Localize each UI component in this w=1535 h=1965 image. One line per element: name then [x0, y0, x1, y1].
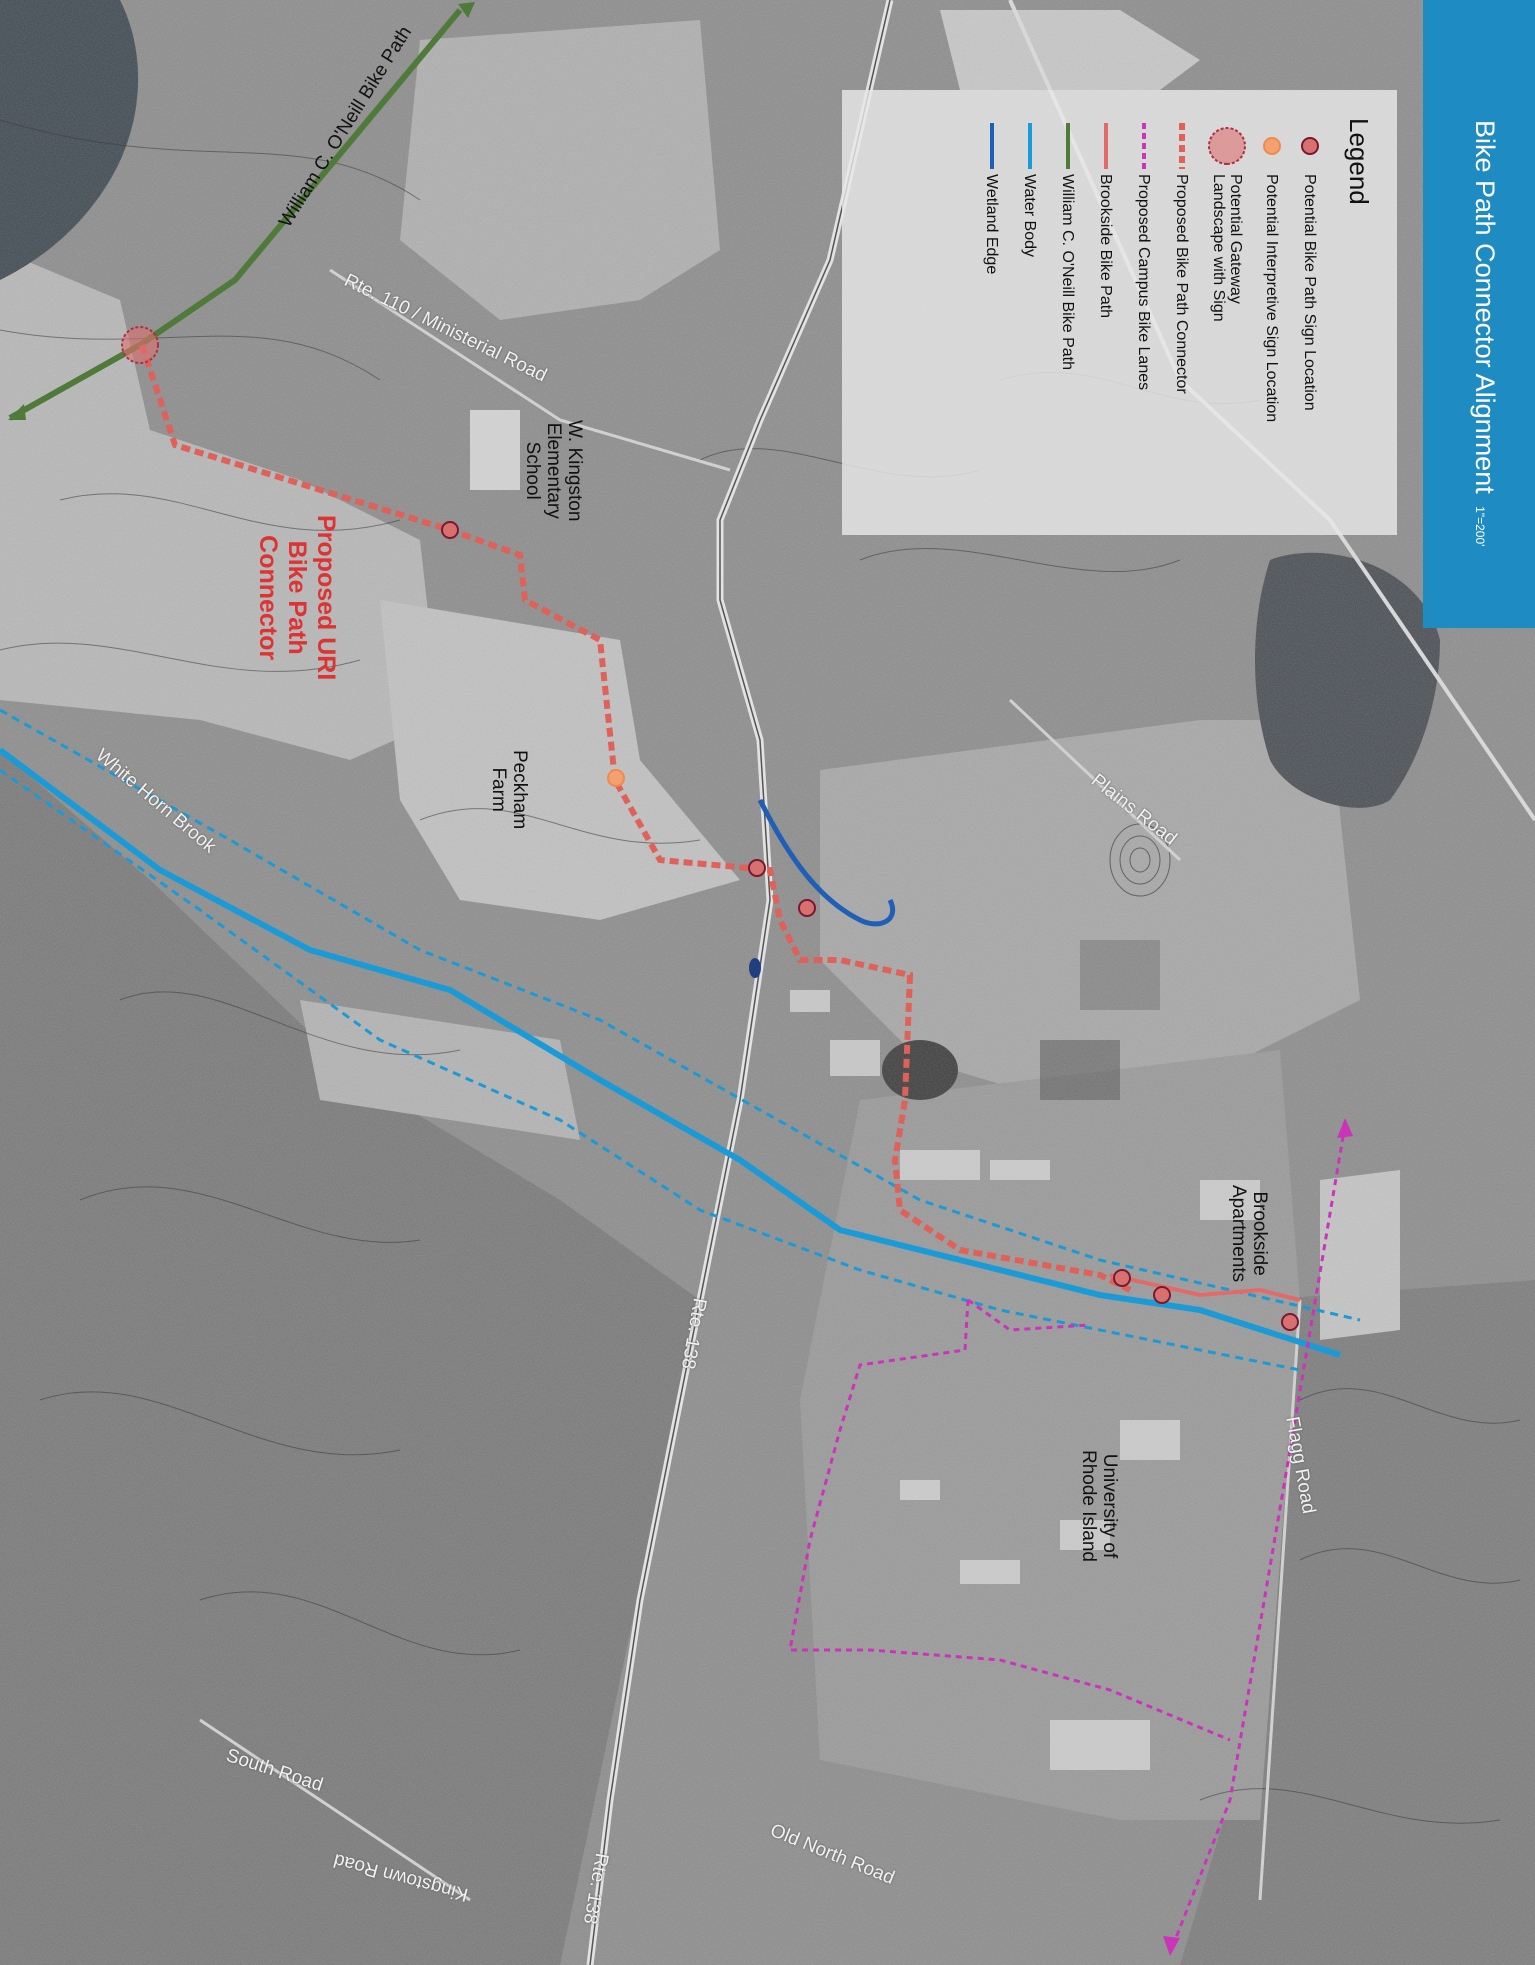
legend-item-proposed-connector: Proposed Bike Path Connector	[1163, 118, 1201, 538]
legend-label: Potential Bike Path Sign Location	[1301, 174, 1319, 411]
legend-content: Legend Potential Bike Path Sign Location…	[973, 118, 1375, 538]
solid-lightblue-line-icon	[1011, 118, 1049, 174]
brook-edge-north	[0, 708, 1361, 1322]
interpretive-sign-icon	[1253, 118, 1291, 174]
brookside-bike-path	[1109, 1273, 1301, 1302]
legend-label: Water Body	[1021, 174, 1039, 257]
legend-label: Proposed Bike Path Connector	[1173, 174, 1191, 394]
oneill-bike-path	[8, 8, 463, 421]
white-horn-brook	[0, 747, 1341, 1358]
south-road	[199, 1718, 471, 1902]
legend-panel: Legend Potential Bike Path Sign Location…	[842, 90, 1397, 535]
dashed-red-line-icon	[1163, 118, 1201, 174]
school-building	[470, 410, 520, 490]
contour-lines	[0, 119, 1521, 1824]
campus-lane-arrow-north	[1337, 1118, 1353, 1138]
flagg-road	[1258, 1299, 1302, 1901]
gateway-circle-icon	[1201, 118, 1253, 174]
oneill-arrow-end	[458, 2, 475, 18]
map-title: Bike Path Connector Alignment	[1470, 120, 1500, 494]
sign-location-icon	[1291, 118, 1329, 174]
campus-bike-lanes	[788, 1124, 1347, 1949]
legend-item-sign-location: Potential Bike Path Sign Location	[1291, 118, 1329, 538]
legend-item-water-body: Water Body	[1011, 118, 1049, 538]
solid-red-line-icon	[1087, 118, 1125, 174]
legend-item-campus-lanes: Proposed Campus Bike Lanes	[1125, 118, 1163, 538]
rte-110-road	[329, 268, 731, 472]
campus-buildings	[790, 990, 1260, 1770]
legend-label: Potential Interpretive Sign Location	[1263, 174, 1281, 423]
legend-label: Proposed Campus Bike Lanes	[1135, 174, 1153, 391]
solid-green-line-icon	[1049, 118, 1087, 174]
campus-lane-arrow-south	[1163, 1936, 1180, 1956]
oneill-arrow-start	[8, 404, 26, 420]
legend-item-oneill: William C. O'Neill Bike Path	[1049, 118, 1087, 538]
rte-138-road-center	[589, 0, 891, 1965]
title-block: Bike Path Connector Alignment 1"=200'	[1469, 120, 1500, 546]
bike-path-sign-markers	[441, 521, 1299, 1331]
title-band	[1423, 0, 1535, 628]
legend-label: Wetland Edge	[983, 174, 1001, 275]
gateway-landscape-sign	[121, 326, 159, 364]
map-scale: 1"=200'	[1473, 506, 1487, 547]
dashed-magenta-line-icon	[1125, 118, 1163, 174]
legend-title: Legend	[1344, 118, 1374, 205]
wetland-edge	[757, 798, 896, 927]
legend-item-brookside: Brookside Bike Path	[1087, 118, 1125, 538]
brook-edge-south	[0, 768, 1301, 1372]
plains-road	[1008, 698, 1182, 862]
wetland-pool	[749, 958, 761, 978]
proposed-connector	[139, 344, 1132, 1293]
legend-label: Brookside Bike Path	[1097, 174, 1115, 319]
legend-item-gateway: Potential Gateway Landscape with Sign	[1201, 118, 1253, 538]
legend-item-wetland-edge: Wetland Edge	[973, 118, 1011, 538]
legend-label: Potential Gateway Landscape with Sign	[1210, 174, 1244, 322]
interpretive-sign-marker	[607, 769, 625, 787]
legend-item-interpretive-sign: Potential Interpretive Sign Location	[1253, 118, 1291, 538]
legend-label: William C. O'Neill Bike Path	[1059, 174, 1077, 370]
solid-darkblue-line-icon	[973, 118, 1011, 174]
